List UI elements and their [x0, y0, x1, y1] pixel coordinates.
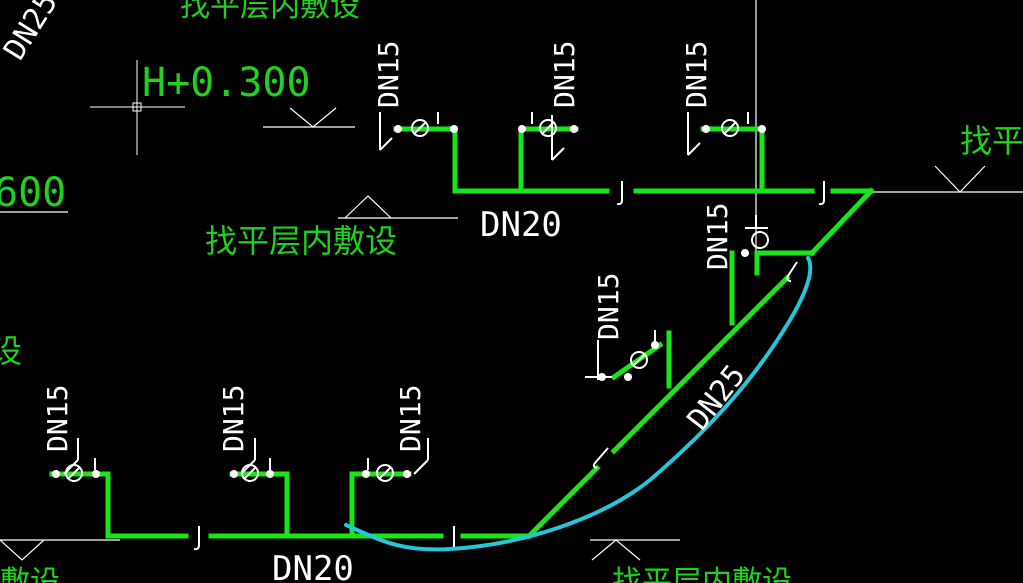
- fixture-lower-2: [240, 438, 271, 482]
- pipe-diag-upper: [808, 187, 875, 257]
- fixture-lower-3: [367, 438, 429, 482]
- label-elevation-partial-left: 600: [0, 170, 66, 216]
- fixture-middle-2: [585, 330, 656, 380]
- node-dots: [52, 125, 766, 478]
- fixture-middle-1: [745, 215, 769, 249]
- note-left-char: 设: [0, 332, 22, 370]
- fixture-lower-1: [63, 438, 96, 482]
- label-dn15-upper-3: DN15: [680, 41, 713, 108]
- fixture-upper-2: [531, 112, 565, 161]
- pipe-diag-main-1: [610, 274, 791, 455]
- note-right-partial: 找平: [960, 122, 1023, 160]
- note-bottom-left: 层内敷设: [0, 565, 60, 583]
- pipe-network: [49, 126, 875, 540]
- crosshair-cursor: [90, 60, 185, 155]
- markup-highlight-curve: [344, 256, 813, 552]
- label-dn15-upper-1: DN15: [372, 41, 405, 108]
- fixture-upper-3: [687, 112, 749, 156]
- joint-markers: [193, 181, 825, 551]
- label-dn15-upper-2: DN15: [548, 41, 581, 108]
- label-dn15-middle-1: DN15: [701, 203, 734, 270]
- note-top-left: 找平层内敷设: [180, 0, 360, 24]
- label-dn15-middle-2: DN15: [592, 273, 625, 340]
- fixture-upper-1: [379, 112, 439, 151]
- label-dn15-lower-3: DN15: [394, 385, 427, 452]
- label-dn20-lower: DN20: [272, 549, 354, 583]
- label-dn20-upper: DN20: [480, 205, 562, 245]
- fixtures: [63, 112, 769, 482]
- label-elevation: H+0.300: [142, 60, 311, 106]
- note-upper-middle: 找平层内敷设: [205, 222, 397, 260]
- label-dn15-lower-1: DN15: [41, 385, 74, 452]
- label-dn15-lower-2: DN15: [217, 385, 250, 452]
- note-bottom-right: 找平层内敷设: [612, 565, 792, 583]
- pipe-diag-main-2: [525, 464, 601, 540]
